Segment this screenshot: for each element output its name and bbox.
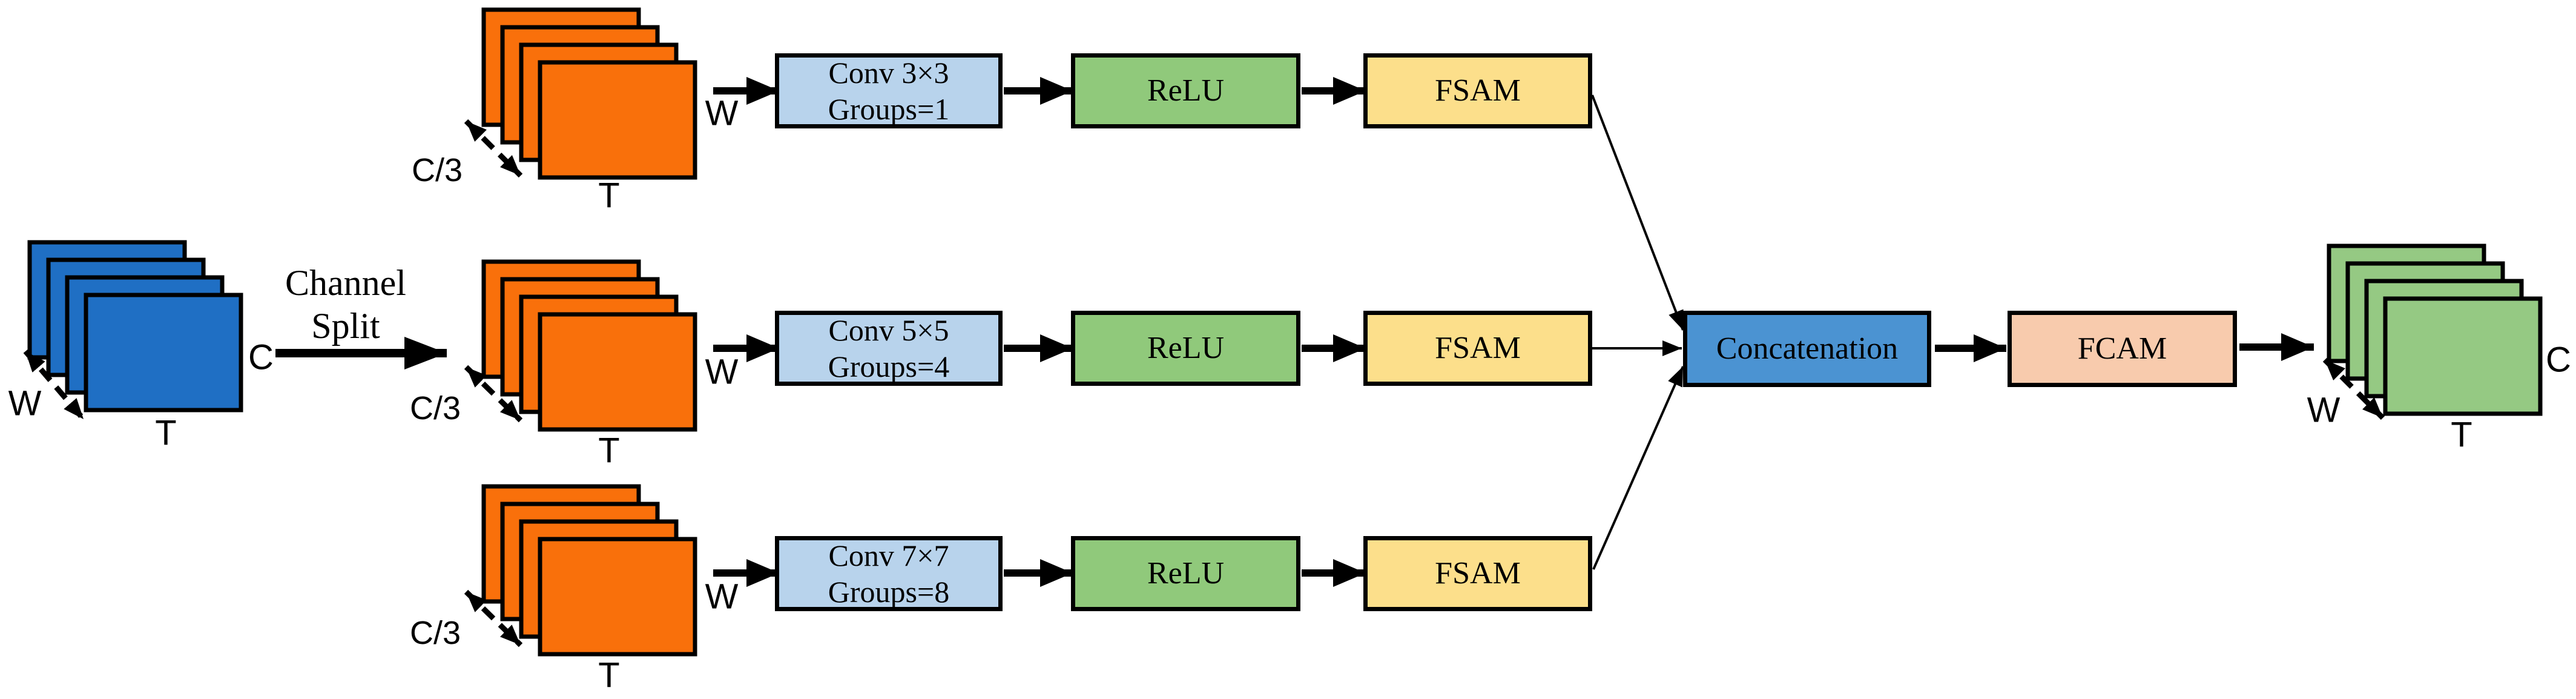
branch2-time-label: T bbox=[598, 431, 620, 471]
conv5x5-box: Conv 5×5 Groups=4 bbox=[775, 311, 1003, 386]
relu-box-3: ReLU bbox=[1071, 536, 1300, 611]
conv3x3-box-line2: Groups=1 bbox=[828, 92, 950, 126]
input-channel-label: C bbox=[248, 337, 274, 377]
channel-split-caption-line2: Split bbox=[311, 306, 380, 346]
conv3x3-box-line1: Conv 3×3 bbox=[828, 56, 949, 90]
branch2-feature-stack bbox=[481, 259, 697, 432]
conv3x3-box: Conv 3×3 Groups=1 bbox=[775, 53, 1003, 128]
branch3-channel-label: C/3 bbox=[409, 615, 461, 651]
relu-box-1: ReLU bbox=[1071, 53, 1300, 128]
output-time-label: T bbox=[2451, 415, 2472, 455]
output-width-label: W bbox=[2307, 390, 2340, 430]
stack-layer bbox=[538, 537, 697, 657]
concatenation-box: Concatenation bbox=[1683, 311, 1931, 387]
branch2-depth-dimension-arrow bbox=[464, 365, 523, 423]
connector-fsam1-to-concat bbox=[1591, 94, 1684, 331]
conv5x5-box-line2: Groups=4 bbox=[828, 350, 950, 383]
branch2-width-label: W bbox=[705, 352, 739, 392]
conv5x5-box-line1: Conv 5×5 bbox=[828, 313, 949, 347]
output-channel-label: C bbox=[2546, 340, 2571, 380]
branch1-feature-stack bbox=[481, 7, 697, 180]
output-feature-stack bbox=[2327, 243, 2543, 416]
stack-layer bbox=[538, 312, 697, 432]
conv7x7-box-line1: Conv 7×7 bbox=[828, 538, 949, 572]
branch3-feature-stack bbox=[481, 484, 697, 657]
fcam-box: FCAM bbox=[2008, 311, 2237, 387]
input-width-dimension-arrow bbox=[23, 350, 86, 421]
branch3-time-label: T bbox=[598, 655, 620, 695]
stack-layer bbox=[2383, 296, 2543, 416]
fsam-box-2: FSAM bbox=[1363, 311, 1592, 386]
branch3-width-label: W bbox=[705, 577, 739, 617]
relu-box-2: ReLU bbox=[1071, 311, 1300, 386]
input-width-label: W bbox=[8, 383, 42, 423]
input-feature-stack bbox=[27, 240, 243, 412]
branch2-channel-label: C/3 bbox=[409, 390, 461, 426]
branch1-width-label: W bbox=[705, 93, 739, 133]
stack-layer bbox=[538, 60, 697, 180]
branch1-channel-label: C/3 bbox=[411, 152, 463, 188]
output-width-dimension-arrow bbox=[2322, 357, 2385, 420]
branch3-depth-dimension-arrow bbox=[464, 589, 523, 648]
stack-layer bbox=[84, 293, 243, 412]
branch1-time-label: T bbox=[598, 176, 620, 216]
channel-split-caption: Channel Split bbox=[285, 262, 406, 348]
input-time-label: T bbox=[155, 413, 177, 453]
branch1-depth-dimension-arrow bbox=[464, 119, 523, 178]
connector-fsam3-to-concat bbox=[1592, 366, 1684, 570]
fsam-box-3: FSAM bbox=[1363, 536, 1592, 611]
conv7x7-box-line2: Groups=8 bbox=[828, 575, 950, 609]
channel-split-caption-line1: Channel bbox=[285, 263, 406, 303]
fsam-box-1: FSAM bbox=[1363, 53, 1592, 128]
conv7x7-box: Conv 7×7 Groups=8 bbox=[775, 536, 1003, 611]
